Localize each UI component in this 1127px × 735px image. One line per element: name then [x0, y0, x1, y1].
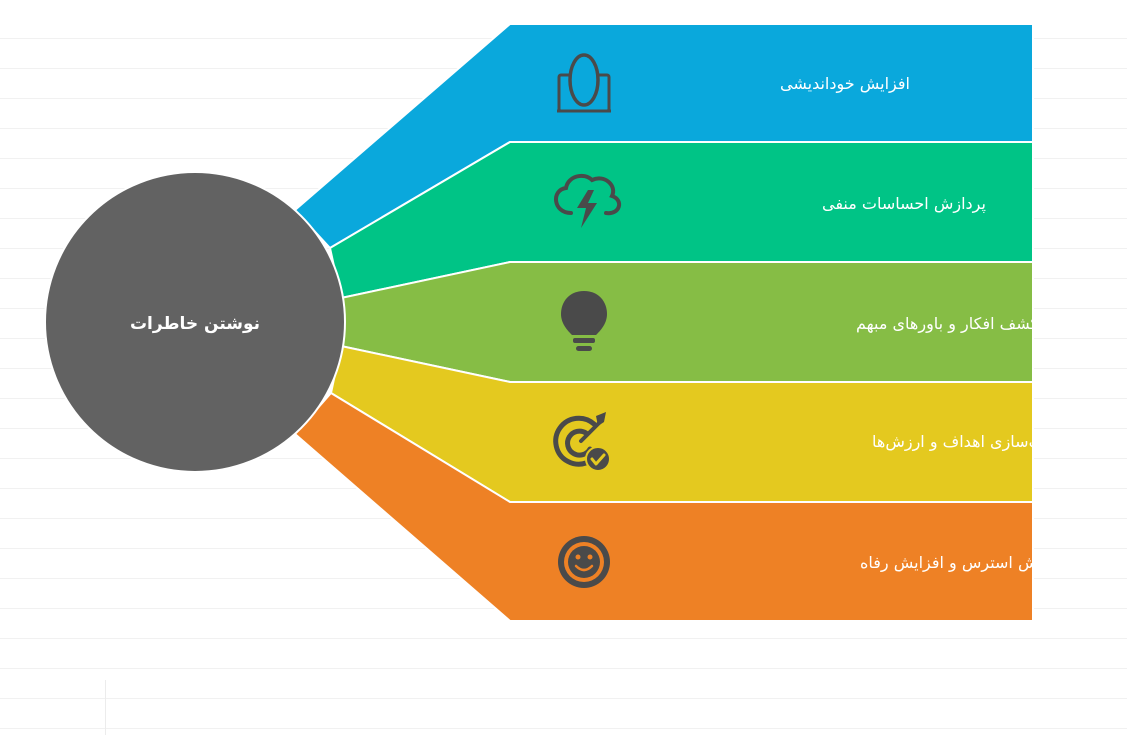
smiley-icon	[558, 536, 610, 588]
mirror-icon	[557, 53, 611, 113]
branch-process-negative-emotions: پردازش احساسات منفی	[328, 141, 1034, 300]
branch-clarify-goals: شفاف‌سازی اهداف و ارزش‌ها	[329, 344, 1072, 503]
storm-cloud-icon	[554, 173, 622, 228]
branch-label: پردازش احساسات منفی	[822, 194, 986, 214]
target-check-icon	[553, 412, 611, 472]
branch-discover-thoughts: کشف افکار و باورهای مبهم	[340, 261, 1038, 383]
branch-label: کاهش استرس و افزایش رفاه	[860, 553, 1060, 573]
lightbulb-icon	[561, 291, 607, 351]
branch-label: افزایش خوداندیشی	[780, 74, 910, 94]
branch-band	[293, 391, 1034, 622]
branch-label: شفاف‌سازی اهداف و ارزش‌ها	[872, 432, 1072, 452]
center-node: نوشتن خاطرات	[44, 171, 346, 473]
center-label: نوشتن خاطرات	[130, 314, 260, 334]
center-circle	[44, 171, 346, 473]
branch-reduce-stress: کاهش استرس و افزایش رفاه	[293, 391, 1060, 622]
branch-label: کشف افکار و باورهای مبهم	[856, 314, 1038, 334]
